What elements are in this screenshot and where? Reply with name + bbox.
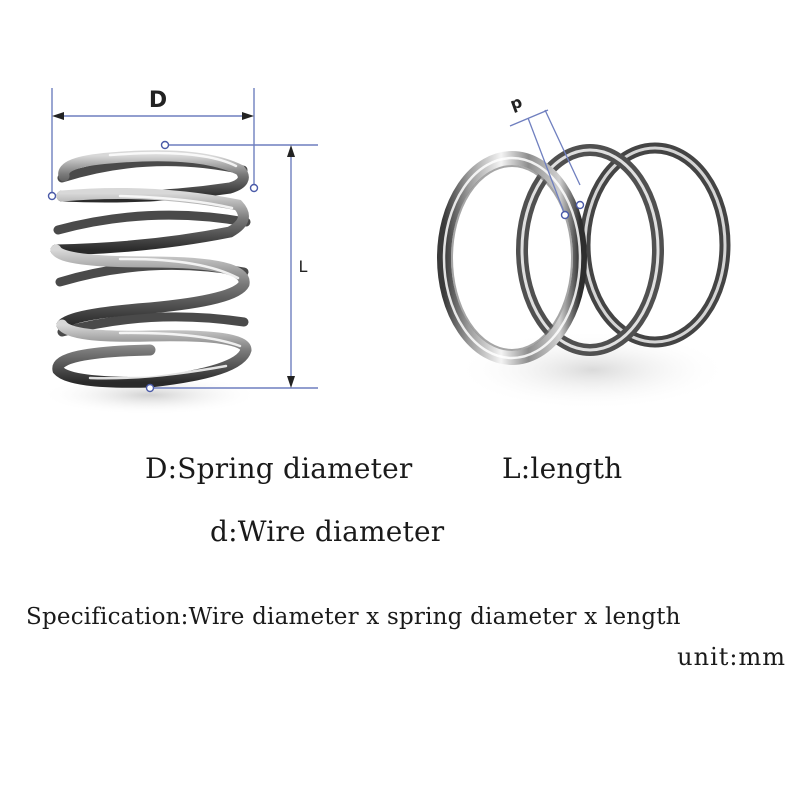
wire-dimension-points (560, 200, 585, 220)
caption-wire-diameter: d:Wire diameter (210, 515, 445, 548)
caption-length: L:length (502, 452, 623, 485)
wire-diameter-dimension-line (509, 109, 549, 127)
left-dimension-lines (51, 88, 318, 389)
length-label: L (299, 257, 308, 276)
caption-spring-diameter: D:Spring diameter (145, 452, 413, 485)
caption-unit: unit:mm (677, 643, 786, 671)
caption-specification: Specification:Wire diameter x spring dia… (26, 604, 681, 630)
diameter-label: D (149, 88, 167, 113)
right-spring: d (437, 94, 731, 410)
left-spring-front-coils (50, 150, 252, 388)
left-spring-highlights (88, 151, 242, 380)
wire-dimension-lines (509, 109, 581, 216)
left-dimension-points (47, 140, 259, 393)
left-spring: D L (40, 88, 318, 415)
wire-diameter-label: d (508, 94, 525, 116)
right-spring-shadow (455, 330, 730, 410)
